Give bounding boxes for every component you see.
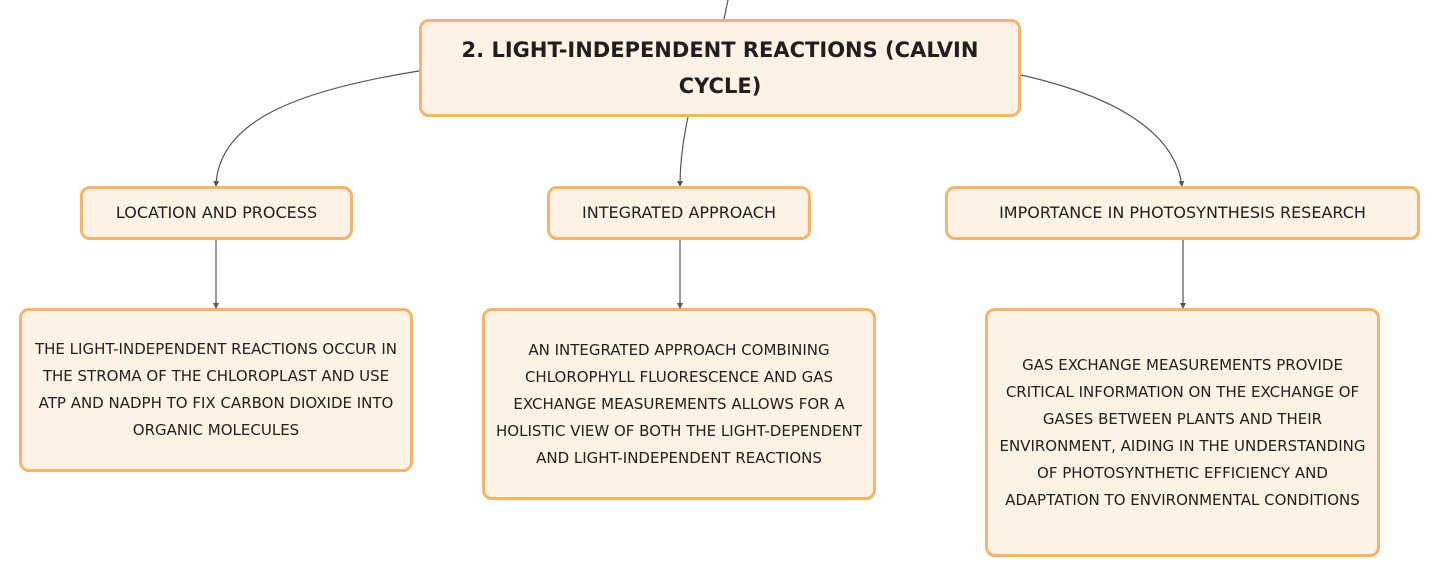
root-node[interactable]: 2. LIGHT-INDEPENDENT REACTIONS (CALVIN C… xyxy=(419,19,1021,117)
branch-node-label: LOCATION AND PROCESS xyxy=(115,203,318,222)
root-node-label: 2. LIGHT-INDEPENDENT REACTIONS (CALVIN C… xyxy=(461,38,979,98)
branch-node-integrated-approach[interactable]: INTEGRATED APPROACH xyxy=(547,186,811,240)
branch-node-label: INTEGRATED APPROACH xyxy=(582,203,776,222)
connector-root-to-importance xyxy=(1020,74,1185,187)
detail-node-location-and-process[interactable]: THE LIGHT-INDEPENDENT REACTIONS OCCUR IN… xyxy=(19,308,413,472)
detail-node-text: THE LIGHT-INDEPENDENT REACTIONS OCCUR IN… xyxy=(34,340,397,439)
detail-node-text: AN INTEGRATED APPROACH COMBINING CHLOROP… xyxy=(496,340,862,467)
detail-node-integrated-approach[interactable]: AN INTEGRATED APPROACH COMBINING CHLOROP… xyxy=(482,308,876,500)
detail-node-importance-in-photosynthesis-research[interactable]: GAS EXCHANGE MEASUREMENTS PROVIDE CRITIC… xyxy=(985,308,1380,557)
branch-node-label: IMPORTANCE IN PHOTOSYNTHESIS RESEARCH xyxy=(999,203,1366,222)
connector-root-to-location xyxy=(213,70,420,187)
connector-root-to-integrated xyxy=(677,116,689,187)
branch-node-importance-in-photosynthesis-research[interactable]: IMPORTANCE IN PHOTOSYNTHESIS RESEARCH xyxy=(945,186,1420,240)
connector-parent-to-root xyxy=(723,0,729,20)
branch-node-location-and-process[interactable]: LOCATION AND PROCESS xyxy=(80,186,353,240)
detail-node-text: GAS EXCHANGE MEASUREMENTS PROVIDE CRITIC… xyxy=(999,355,1366,509)
